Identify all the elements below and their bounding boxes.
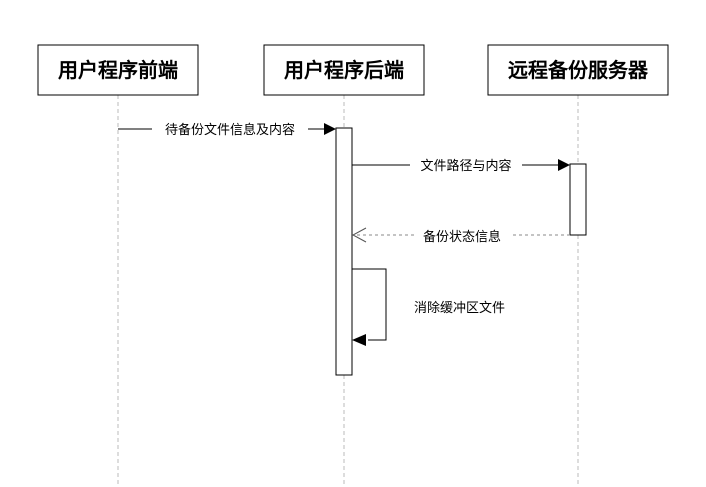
message-2-label-bg: [410, 156, 522, 174]
message-4-label: 消除缓冲区文件: [414, 301, 505, 316]
participant-server: 远程备份服务器: [487, 44, 669, 96]
participant-backend-box: [263, 44, 425, 96]
message-4-line: [352, 268, 387, 341]
participant-frontend-box: [37, 44, 199, 96]
message-2-label: 文件路径与内容: [420, 158, 511, 174]
message-1-label: 待备份文件信息及内容: [165, 122, 295, 138]
message-3-label-bg: [414, 227, 510, 245]
message-2-arrowhead: [558, 159, 570, 171]
participant-server-label: 远程备份服务器: [508, 58, 649, 82]
message-frontend-to-backend: 待备份文件信息及内容: [118, 120, 336, 138]
activation-server: [569, 163, 587, 236]
participant-server-box: [487, 44, 669, 96]
participant-backend: 用户程序后端: [263, 44, 425, 96]
participant-frontend-label: 用户程序前端: [58, 58, 178, 82]
message-1-arrowhead: [324, 123, 336, 135]
message-1-label-bg: [152, 120, 308, 138]
message-server-to-backend: 备份状态信息: [351, 227, 570, 245]
message-3-arrowhead: [351, 227, 367, 243]
participant-backend-label: 用户程序后端: [284, 58, 404, 82]
message-backend-to-server: 文件路径与内容: [352, 156, 570, 174]
message-3-label: 备份状态信息: [423, 229, 501, 245]
participant-frontend: 用户程序前端: [37, 44, 199, 96]
message-backend-self: 消除缓冲区文件: [352, 268, 505, 346]
activation-backend: [335, 127, 353, 376]
message-4-arrowhead: [352, 334, 366, 346]
